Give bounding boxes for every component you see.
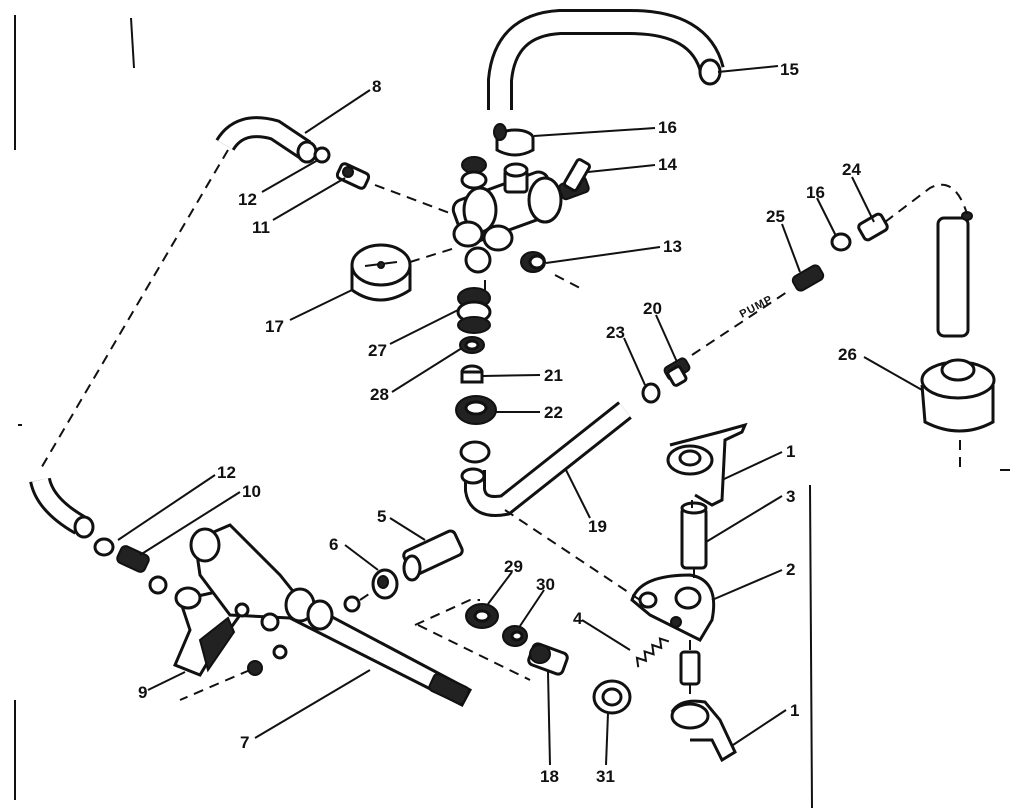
callout-15: 15 [780, 60, 799, 79]
washer-hole [464, 339, 480, 351]
fitting-part-10 [116, 545, 150, 573]
gauge-part-17 [350, 243, 412, 302]
spray-gun-part-9 [173, 586, 242, 677]
callout-3: 3 [786, 487, 795, 506]
fitting-part-6 [343, 568, 399, 613]
callout-14: 14 [658, 155, 677, 174]
callout-4: 4 [573, 609, 583, 628]
seal-part-21 [460, 364, 484, 384]
callout-5: 5 [377, 507, 386, 526]
pump-head-assembly [451, 158, 591, 274]
ring-part-16-right [830, 232, 852, 252]
ring-part-31 [592, 679, 632, 715]
callout-7: 7 [240, 733, 249, 752]
callout-16-right: 16 [806, 183, 825, 202]
callout-6: 6 [329, 535, 338, 554]
callout-21: 21 [544, 366, 563, 385]
nozzle-cap-part-29 [465, 603, 499, 629]
callout-30: 30 [536, 575, 555, 594]
fitting-part-11 [335, 162, 371, 190]
clamp-small [493, 123, 507, 141]
strainer-part-26 [920, 211, 996, 433]
valve-part-27 [456, 287, 492, 334]
nut-part-small-a [247, 660, 263, 676]
adjuster-part-18 [527, 642, 569, 676]
callout-26-right: 26 [838, 345, 857, 364]
callout-22: 22 [544, 403, 563, 422]
callout-25: 25 [766, 207, 785, 226]
hose-part-19 [459, 401, 632, 517]
ring-part-12-bottom [93, 537, 115, 557]
callout-1-top: 1 [786, 442, 795, 461]
sleeve-part-3 [680, 501, 708, 570]
callout-9: 9 [138, 683, 147, 702]
scan-edge-line-right [809, 484, 813, 808]
callout-17: 17 [265, 317, 284, 336]
callout-27: 27 [368, 341, 387, 360]
bracket-part-2 [630, 573, 716, 642]
bracket-part-1-bottom [670, 699, 737, 763]
callout-8-top: 8 [372, 77, 381, 96]
nozzle-part-5 [402, 529, 464, 582]
callout-26-center: 28 [370, 385, 389, 404]
ring-part-12-top [313, 146, 331, 164]
callout-24: 24 [842, 160, 861, 179]
callout-19: 19 [588, 517, 607, 536]
callout-31: 31 [596, 767, 615, 786]
nozzle-tip-part-30 [502, 625, 528, 647]
leader-lines [117, 65, 923, 766]
wand-part-7 [189, 523, 473, 708]
ring-part-23 [641, 382, 661, 404]
callout-labels: 15 8 16 14 12 11 13 24 16 25 17 27 20 23… [138, 60, 861, 786]
fitting-part-25 [791, 264, 825, 292]
spring-part-4 [635, 637, 670, 668]
hose-part-8-lower [29, 477, 95, 539]
callout-16-top: 16 [658, 118, 677, 137]
callout-18: 18 [540, 767, 559, 786]
nut-part-22 [455, 395, 497, 425]
hose-marking-pump: PUMP [738, 293, 775, 320]
washer-part-small-a [148, 575, 168, 595]
callout-12-bottom: 12 [217, 463, 236, 482]
hose-part-15 [487, 8, 725, 110]
callout-20: 20 [643, 299, 662, 318]
washer-part-small-b [272, 644, 288, 660]
hose-part-8 [215, 116, 318, 164]
assembly-lines [18, 149, 1015, 701]
callout-10: 10 [242, 482, 261, 501]
bracket-part-1-top [666, 422, 748, 507]
scan-mark-line [130, 17, 135, 69]
callout-12-top: 12 [238, 190, 257, 209]
callout-2: 2 [786, 560, 795, 579]
callout-13: 13 [663, 237, 682, 256]
callout-11: 11 [252, 218, 270, 237]
fitting-part-20 [663, 357, 691, 387]
fitting-part-13 [520, 251, 546, 273]
sleeve-part-small [679, 650, 701, 686]
callout-29: 29 [504, 557, 523, 576]
valve-stack-upper [460, 156, 488, 190]
callout-23: 23 [606, 323, 625, 342]
callout-1-bottom: 1 [790, 701, 799, 720]
clip-part-24 [857, 212, 889, 242]
